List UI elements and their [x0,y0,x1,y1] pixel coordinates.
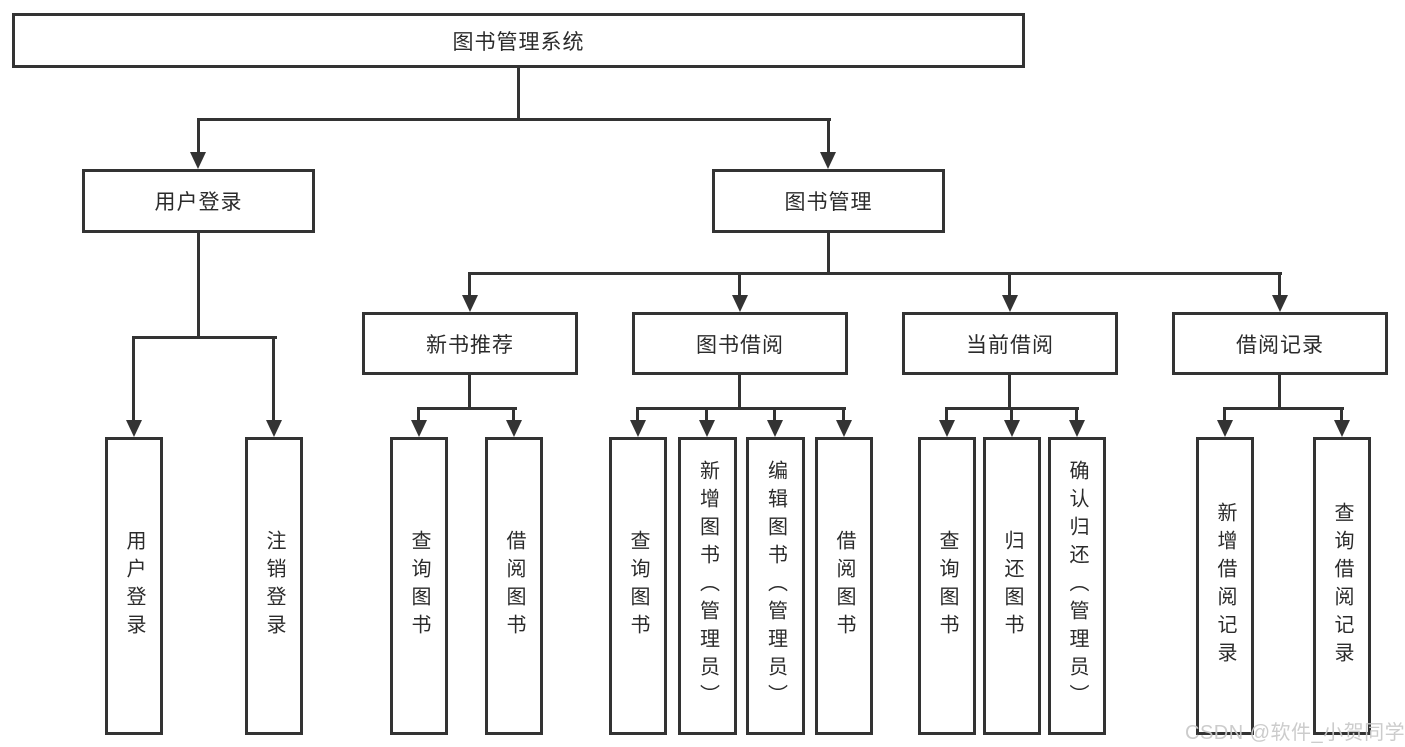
node-root-label: 图书管理系统 [452,30,585,54]
connector-group-horizontal-borrow [636,407,846,410]
leaf-query-books-borrow-label: 查询图书 [627,530,649,642]
node-new-book-recommend: 新书推荐 [362,312,578,375]
arrow-down-icon [411,420,427,437]
node-user-login: 用户登录 [82,169,315,233]
leaf-edit-books-admin-label: 编辑图书（管理员） [764,460,787,712]
leaf-edit-books-admin: 编辑图书（管理员） [746,437,805,735]
arrow-down-icon [1004,420,1020,437]
connector-root-horizontal [197,118,831,121]
leaf-user-login-label: 用户登录 [123,530,145,642]
connector-group-horizontal-records [1223,407,1344,410]
leaf-query-books-recommend-label: 查询图书 [408,530,430,642]
connector-user-horizontal [132,336,277,339]
csdn-watermark: CSDN @软件_小贺同学 [1185,722,1405,744]
arrow-down-icon [939,420,955,437]
connector-leaf-stem [1075,407,1078,421]
node-current-borrow: 当前借阅 [902,312,1118,375]
arrow-down-icon [1272,295,1288,312]
connector-stem-leaf-logout [272,336,275,421]
leaf-add-books-admin: 新增图书（管理员） [678,437,737,735]
arrow-down-icon [767,420,783,437]
leaf-user-login: 用户登录 [105,437,163,735]
arrow-down-icon [732,295,748,312]
leaf-query-books-borrow: 查询图书 [609,437,667,735]
node-book-borrow-label: 图书借阅 [696,333,784,357]
connector-l3-stem-borrow [738,375,741,407]
connector-stem-borrow-records [1278,272,1281,297]
leaf-return-books: 归还图书 [983,437,1041,735]
node-current-borrow-label: 当前借阅 [966,333,1054,357]
arrow-down-icon [266,420,282,437]
arrow-down-icon [630,420,646,437]
connector-stem-new-book [468,272,471,297]
connector-book-horizontal [468,272,1282,275]
connector-stem-current-borrow [1008,272,1011,297]
leaf-borrow-books: 借阅图书 [815,437,873,735]
connector-leaf-stem [705,407,708,421]
leaf-logout-label: 注销登录 [263,530,285,642]
node-book-management: 图书管理 [712,169,945,233]
connector-leaf-stem [945,407,948,421]
leaf-query-books-current: 查询图书 [918,437,976,735]
connector-root-stem [517,68,520,118]
connector-leaf-stem [512,407,515,421]
connector-group-horizontal-recommend [417,407,517,410]
connector-l3-stem-recommend [468,375,471,407]
leaf-query-books-recommend: 查询图书 [390,437,448,735]
leaf-confirm-return-admin: 确认归还（管理员） [1048,437,1106,735]
connector-stem-book-mgmt [827,118,830,155]
leaf-return-books-label: 归还图书 [1001,530,1023,642]
arrow-down-icon [462,295,478,312]
arrow-down-icon [820,152,836,169]
connector-l3-stem-records [1278,375,1281,407]
leaf-confirm-return-admin-label: 确认归还（管理员） [1066,460,1088,712]
connector-stem-leaf-login [132,336,135,421]
connector-leaf-stem [636,407,639,421]
node-user-login-label: 用户登录 [154,191,243,214]
arrow-down-icon [506,420,522,437]
leaf-add-borrow-record-label: 新增借阅记录 [1214,502,1236,670]
node-borrow-records-label: 借阅记录 [1236,333,1324,357]
leaf-query-borrow-record: 查询借阅记录 [1313,437,1371,735]
node-book-management-label: 图书管理 [784,191,873,214]
connector-leaf-stem [773,407,776,421]
arrow-down-icon [190,152,206,169]
arrow-down-icon [126,420,142,437]
connector-stem-user-login [197,118,200,155]
connector-stem-book-borrow [738,272,741,297]
leaf-add-borrow-record: 新增借阅记录 [1196,437,1254,735]
leaf-logout: 注销登录 [245,437,303,735]
arrow-down-icon [836,420,852,437]
connector-leaf-stem [1010,407,1013,421]
node-borrow-records: 借阅记录 [1172,312,1388,375]
leaf-add-books-admin-label: 新增图书（管理员） [696,460,719,712]
connector-leaf-stem [1340,407,1343,421]
connector-leaf-stem [842,407,845,421]
arrow-down-icon [1002,295,1018,312]
connector-l3-stem-current [1008,375,1011,407]
arrow-down-icon [1069,420,1085,437]
arrow-down-icon [699,420,715,437]
leaf-query-borrow-record-label: 查询借阅记录 [1331,502,1353,670]
node-root-system: 图书管理系统 [12,13,1025,68]
arrow-down-icon [1217,420,1233,437]
connector-user-stem [197,233,200,336]
connector-leaf-stem [1223,407,1226,421]
node-book-borrow: 图书借阅 [632,312,848,375]
leaf-borrow-books-label: 借阅图书 [833,530,855,642]
connector-leaf-stem [417,407,420,421]
leaf-borrow-books-recommend: 借阅图书 [485,437,543,735]
leaf-borrow-books-recommend-label: 借阅图书 [503,530,525,642]
node-new-book-recommend-label: 新书推荐 [426,333,514,357]
arrow-down-icon [1334,420,1350,437]
leaf-query-books-current-label: 查询图书 [936,530,958,642]
connector-book-stem [827,233,830,272]
